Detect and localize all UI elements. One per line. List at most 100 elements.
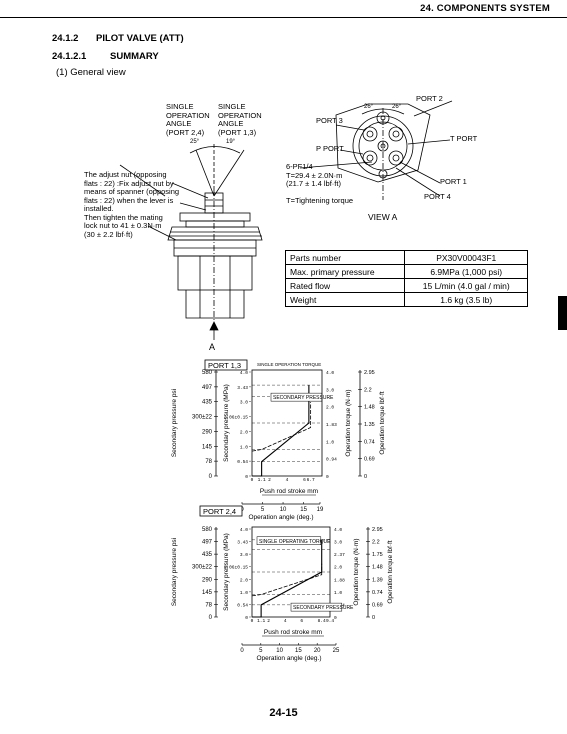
text-line: (30 ± 2.2 lbf·ft) [84,229,133,239]
psi-tick-label: 300±22 [192,565,213,571]
heading-number: 24.1.2 [52,33,79,44]
psi-tick-label: 145 [202,444,213,450]
text-line: T=29.4 ± 2.0N·m [286,170,343,180]
angle-tick-label: 19 [317,507,324,513]
annotation-box [290,602,343,612]
chart-subtitle: SINGLE OPERATION TORQUE [257,362,321,367]
torque-nm-tick-label: 0 [326,474,329,480]
heading-title: PILOT VALVE (ATT) [96,33,184,44]
torque-nm-tick-label: 3.0 [334,540,342,546]
chart-title-box [199,505,243,517]
mpa-tick-label: 4.0 [240,527,248,533]
annotation-box [270,392,323,402]
psi-tick-label: 0 [209,474,213,480]
text-line: Then tighten the mating [84,212,163,222]
psi-tick-label: 300±22 [192,415,213,421]
operation-torque-line [251,402,312,452]
mpa-tick-label: 3.0 [240,400,248,406]
torque-lbf-tick-label: 0 [364,474,367,480]
psi-tick-label: 580 [202,527,213,533]
psi-tick-label: 497 [202,540,213,546]
chart-title: PORT 2,4 [203,507,236,516]
xlabel: Push rod stroke mm [260,488,318,495]
single-op-angle-24: SINGLE OPERATION ANGLE (PORT 2,4) [166,102,210,137]
torque-lbf-tick-label: 0.74 [364,439,375,445]
section-header: 24. COMPONENTS SYSTEM [420,3,550,14]
text-line: ANGLE [218,119,244,128]
mpa-tick-label: 3.43 [237,385,248,391]
view-a-caption: VIEW A [368,212,398,222]
mpa-tick-label: 3.0 [240,552,248,558]
mpa-tick-label: 3.43 [237,540,248,546]
angle-tick-label: 0 [240,648,244,654]
psi-tick-label: 435 [202,552,213,558]
ylabel-mpa: Secondary pressure (MPa) [223,533,230,611]
section-tab-marker [558,296,567,330]
ylabel-torque-nm: Operation torque (N·m) [345,389,352,456]
chart-title: PORT 1,3 [208,361,241,370]
mpa-tick-label: 2.06±0.15 [224,415,249,421]
port4-label: PORT 4 [424,192,451,201]
psi-tick-label: 78 [205,459,212,465]
angle-tick-label: 5 [259,648,263,654]
table-cell-value: 1.6 kg (3.5 lb) [404,292,528,307]
x-tick-label: 6 [303,477,306,483]
text-line: (PORT 2,4) [166,127,205,137]
angle-tick-label: 10 [276,648,283,654]
ylabel-psi: Secondary pressure psi [171,538,178,606]
torque-nm-tick-label: 2.0 [334,565,342,571]
text-line: SINGLE [166,102,194,111]
ylabel-torque-nm: Operation torque (N·m) [353,538,360,605]
table-cell-label: Weight [284,292,406,307]
text-line: ANGLE [166,119,192,128]
ylabel-mpa: Secondary pressure (MPa) [223,384,230,462]
torque-lbf-tick-label: 2.2 [364,387,372,393]
xlabel: Push rod stroke mm [264,629,322,636]
annotation-label: SECONDARY PRESSURE [273,395,334,401]
angle-tick-label: 15 [300,507,307,513]
mpa-tick-label: 1.0 [240,590,248,596]
torque-lbf-tick-label: 1.48 [364,405,375,411]
x-tick-label: 4 [284,618,287,624]
x-tick-label: 9.4 [326,618,334,624]
single-op-angle-13: SINGLE OPERATION ANGLE (PORT 1,3) [218,102,262,137]
angle-tick-label: 15 [295,648,302,654]
angle-right-label: 26° [392,104,402,110]
angle-tick-label: 20 [314,648,321,654]
torque-nm-tick-label: 1.83 [326,422,337,428]
x-tick-label: 1.1 [258,477,266,483]
mpa-tick-label: 0 [245,474,248,480]
torque-lbf-tick-label: 1.35 [364,422,375,428]
ylabel-torque-lbf: Operation torque lbf·ft [387,540,394,603]
angle-tick-label: 5 [261,507,265,513]
angle-left-label: 26° [364,104,374,110]
torque-nm-tick-label: 3.0 [326,387,334,393]
mpa-tick-label: 2.0 [240,577,248,583]
view-arrow-label: A [209,342,216,352]
text-line: OPERATION [218,110,262,120]
subheading-number: 24.1.2.1 [52,51,87,62]
torque-lbf-tick-label: 1.48 [372,565,383,571]
header-rule [0,0,567,18]
torque-lbf-tick-label: 0.69 [372,602,383,608]
port2-label: PORT 2 [416,94,443,103]
torque-nm-tick-label: 2.37 [334,552,345,558]
text-line: 6-PF1/4 [286,162,313,171]
text-line: lock nut to 41 ± 0.3N·m [84,221,162,230]
torque-lbf-tick-label: 0 [372,615,375,621]
ylabel-torque-lbf: Operation torque lbf·ft [379,391,386,454]
psi-tick-label: 78 [205,602,212,608]
text-line: means of spanner (opposing [84,187,180,196]
torque-lbf-tick-label: 2.95 [364,370,375,376]
torque-lbf-tick-label: 0.69 [364,457,375,463]
chart-title-box [204,359,248,371]
psi-tick-label: 145 [202,590,213,596]
torque-nm-tick-label: 1.0 [334,590,342,596]
torque-lbf-tick-label: 2.95 [372,527,383,533]
text-line: (PORT 1,3) [218,127,257,137]
x-tick-label: 0 [251,477,254,483]
general-view-label: (1) General view [56,67,126,78]
